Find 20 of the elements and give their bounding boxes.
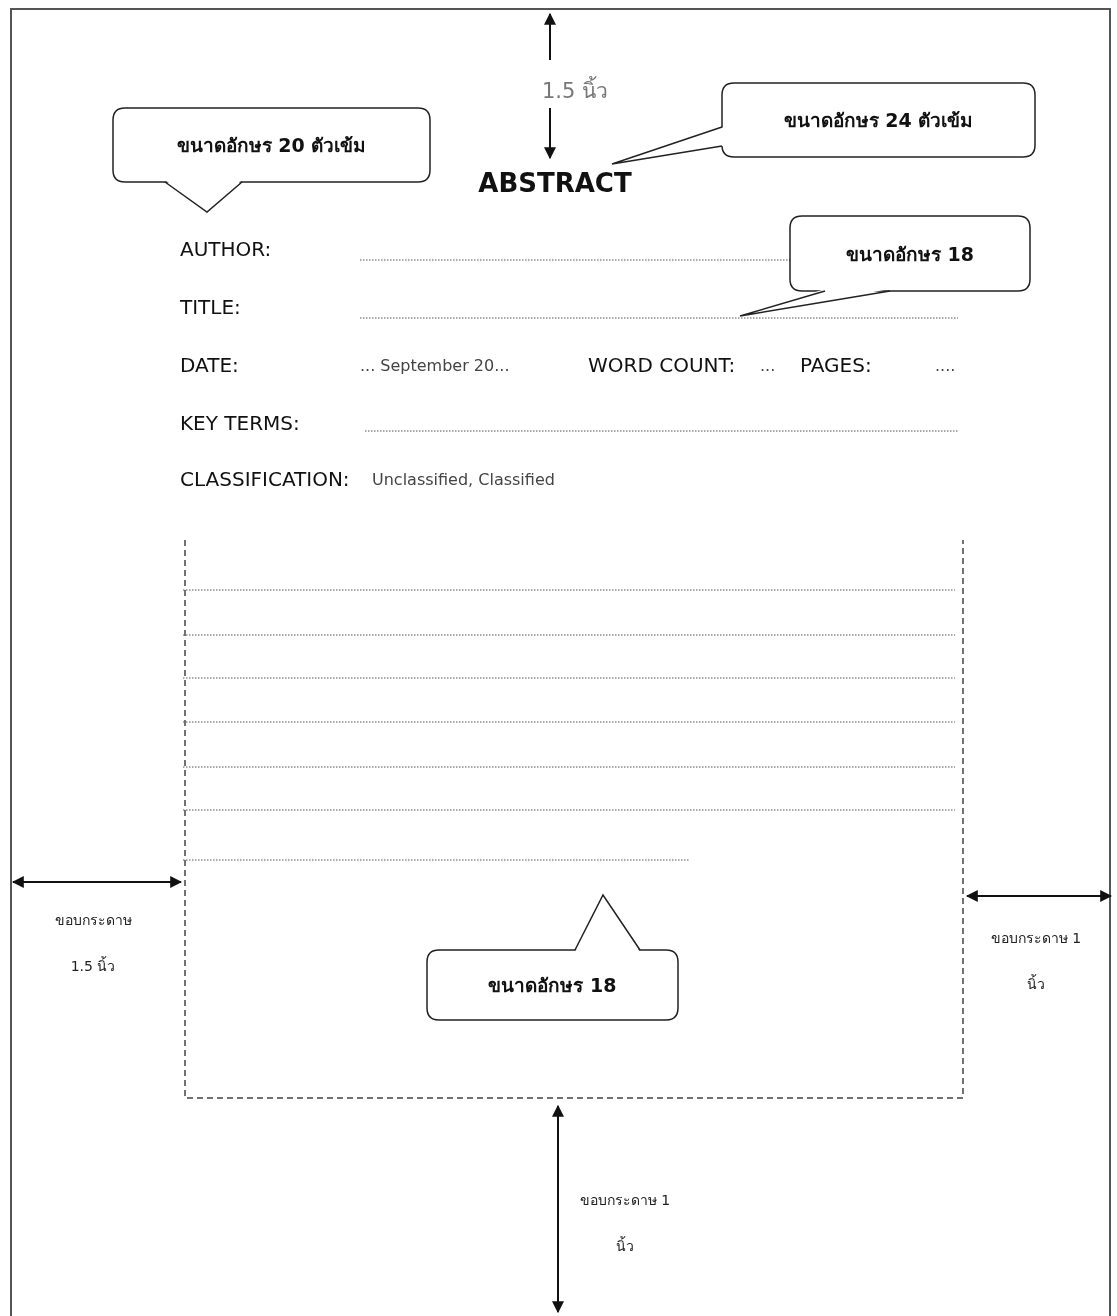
dimension-label: 1.5 นิ้ว (525, 74, 625, 107)
margin-label: ขอบกระดาษ 1.5 นิ้ว (53, 911, 133, 976)
field-label: CLASSIFICATION: (180, 467, 350, 491)
field-label: PAGES: (800, 353, 872, 377)
callout-text: ขนาดอักษร 18 (488, 973, 617, 998)
field-value: ... September 20... (360, 356, 510, 375)
field-label: DATE: (180, 353, 239, 377)
field-value: .... (935, 356, 956, 375)
margin-label: ขอบกระดาษ 1 นิ้ว (578, 1191, 672, 1256)
field-value: Unclassified, Classified (372, 470, 555, 489)
field-label: WORD COUNT: (588, 353, 736, 377)
page-heading: ABSTRACT (477, 168, 633, 198)
field-label: TITLE: (180, 295, 241, 319)
field-value: ... (760, 356, 776, 375)
field-label: KEY TERMS: (180, 411, 300, 435)
margin-label: ขอบกระดาษ 1 นิ้ว (989, 929, 1083, 994)
callout-text: ขนาดอักษร 24 ตัวเข้ม (783, 108, 974, 133)
callout-text: ขนาดอักษร 18 (845, 241, 975, 267)
field-label: AUTHOR: (180, 237, 272, 261)
callout-text: ขนาดอักษร 20 ตัวเข้ม (176, 133, 367, 158)
